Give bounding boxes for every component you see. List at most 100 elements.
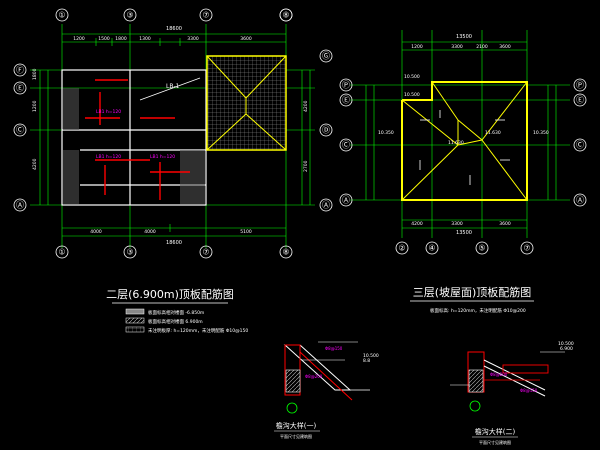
axis-label: Ⓓ	[322, 126, 330, 135]
right-top-dim: 2100	[476, 44, 488, 50]
legend-text: 板面标高相对楼面 -6.850m	[148, 309, 204, 316]
axis-label: Ⓒ	[576, 141, 584, 150]
axis-label: ⑦	[202, 248, 209, 257]
svg-text:Φ8@200: Φ8@200	[490, 372, 508, 377]
axis-label: ①	[58, 248, 65, 257]
axis-label: Ⓐ	[16, 201, 24, 210]
legend-text: 未注明板厚: h=120mm，未注明配筋 Φ10@150	[148, 327, 248, 334]
axis-label: ③	[126, 248, 133, 257]
detail-1: Φ8@150 Φ8@200 10.500 8.8 檐沟大样(一) 平面尺寸见建筑…	[274, 341, 379, 439]
detail-2-elev: 6.900	[560, 346, 573, 352]
legend-text: 板面标高相对楼面 6.900m	[148, 318, 203, 325]
axis-label: Ⓐ	[576, 196, 584, 205]
detail-1-elev: 10.500	[363, 353, 379, 359]
axis-label: ③	[126, 11, 133, 20]
right-bottom-dim: 4200	[411, 221, 423, 227]
axis-label: ⑧	[282, 11, 289, 20]
left-side-dim: 1800	[32, 68, 38, 80]
axis-label: Ⓐ	[342, 196, 350, 205]
right-plan-note: 板面标高: h=120mm，未注明配筋 Φ10@200	[430, 307, 526, 314]
elevation-label: 10.350	[378, 130, 394, 136]
detail-2: Φ8@200 Φ8@150 10.500 6.900 檐沟大样(二) 平面尺寸见…	[450, 341, 574, 445]
right-bottom-dim: 3600	[499, 221, 511, 227]
titles: 二层(6.900m)顶板配筋图 三层(坡屋面)顶板配筋图 板面标高: h=120…	[106, 285, 534, 314]
elevation-label: 11.630	[448, 140, 464, 146]
left-plan-title: 二层(6.900m)顶板配筋图	[106, 287, 234, 301]
elevation-label: 11.630	[485, 130, 501, 136]
left-top-total: 18600	[166, 26, 182, 32]
right-plan-elevations: 10.500 10.500 10.350 10.350 11.630 11.63…	[378, 74, 549, 146]
right-side-dim: 4200	[303, 100, 309, 112]
detail-2-elev: 10.500	[558, 341, 574, 347]
left-axis-bubbles	[13, 8, 333, 259]
elevation-label: 10.500	[404, 74, 420, 80]
slab-arrow	[139, 77, 201, 101]
svg-text:Φ8@200: Φ8@200	[305, 374, 323, 379]
left-plan-hatch	[63, 88, 205, 204]
left-top-dim: 3600	[240, 36, 252, 42]
right-axis-bubbles	[339, 78, 587, 255]
right-axis-labels: ② ④ ⑤ ⑦ Ⓟ Ⓔ Ⓒ Ⓐ Ⓟ Ⓔ Ⓒ Ⓐ	[342, 81, 584, 253]
right-bottom-dim: 3300	[451, 221, 463, 227]
detail-2-subtitle: 平面尺寸见建筑图	[479, 439, 511, 445]
left-side-dims: 1800 1200 4200 4200 2700	[32, 68, 309, 172]
right-bottom-total: 13500	[456, 230, 472, 236]
left-top-dim: 1300	[139, 36, 151, 42]
right-top-dim: 1200	[411, 44, 423, 50]
detail-2-notes: Φ8@200 Φ8@150	[490, 372, 538, 393]
left-plan-notes: LB1 h=120 LB1 h=120 LB1 h=120	[96, 109, 175, 160]
axis-label: Ⓔ	[342, 96, 350, 105]
axis-label: Ⓒ	[342, 141, 350, 150]
left-bottom-dim: 4000	[90, 229, 102, 235]
detail-1-elev: 8.8	[363, 358, 370, 364]
right-side-dim: 2700	[303, 160, 309, 172]
legend-swatch-solid	[125, 308, 145, 315]
axis-label: Ⓒ	[16, 126, 24, 135]
left-plan: LB-1 LB1 h=120 LB1 h=120 LB1 h=120 18600…	[13, 8, 333, 259]
detail-1-subtitle: 平面尺寸见建筑图	[280, 433, 312, 439]
axis-label: Ⓟ	[342, 81, 350, 90]
slab-label: LB-1	[166, 83, 180, 90]
axis-label: Ⓕ	[16, 66, 24, 75]
left-bottom-dim: 5100	[240, 229, 252, 235]
left-axis-labels: ① ③ ⑦ ⑧ ① ③ ⑦ ⑧ Ⓕ Ⓔ Ⓒ Ⓐ Ⓖ Ⓓ Ⓐ	[16, 11, 330, 257]
right-top-dim: 3300	[451, 44, 463, 50]
axis-label: Ⓐ	[322, 201, 330, 210]
detail-1-notes: Φ8@150 Φ8@200	[305, 346, 343, 379]
axis-label: Ⓔ	[16, 84, 24, 93]
legend: 板面标高相对楼面 -6.850m 板面标高相对楼面 6.900m 未注明板厚: …	[125, 308, 248, 334]
right-top-dims: 1200 3300 2100 3600	[411, 44, 511, 50]
axis-label: Ⓖ	[322, 52, 330, 61]
axis-label: ④	[428, 244, 435, 253]
axis-label: ②	[398, 244, 405, 253]
detail-2-title: 檐沟大样(二)	[475, 427, 516, 436]
left-bottom-dims: 4000 4000 5100	[90, 229, 252, 235]
detail-1-title: 檐沟大样(一)	[276, 421, 317, 430]
axis-label: Ⓟ	[576, 81, 584, 90]
axis-label: ⑦	[202, 11, 209, 20]
axis-label: ⑧	[282, 248, 289, 257]
axis-label: ⑤	[478, 244, 485, 253]
left-top-dim: 3300	[187, 36, 199, 42]
right-plan-title: 三层(坡屋面)顶板配筋图	[413, 285, 532, 299]
left-top-dim: 1800	[115, 36, 127, 42]
svg-text:Φ8@150: Φ8@150	[520, 388, 538, 393]
right-top-dim: 3600	[499, 44, 511, 50]
left-bottom-total: 18600	[166, 240, 182, 246]
left-top-dim: 1500	[98, 36, 110, 42]
left-top-dim: 1200	[73, 36, 85, 42]
svg-text:LB1 h=120: LB1 h=120	[96, 154, 121, 160]
legend-swatch-grid	[125, 326, 145, 333]
right-plan: 10.500 10.500 10.350 10.350 11.630 11.63…	[339, 30, 587, 255]
left-top-dims: 1200 1500 1800 1300 3300 3600	[73, 36, 252, 42]
axis-label: ①	[58, 11, 65, 20]
left-bottom-dim: 4000	[144, 229, 156, 235]
right-plan-roof	[401, 81, 528, 201]
left-side-dim: 1200	[32, 100, 38, 112]
svg-text:Φ8@150: Φ8@150	[325, 346, 343, 351]
axis-label: ⑦	[523, 244, 530, 253]
elevation-label: 10.350	[533, 130, 549, 136]
svg-text:LB1 h=120: LB1 h=120	[150, 154, 175, 160]
